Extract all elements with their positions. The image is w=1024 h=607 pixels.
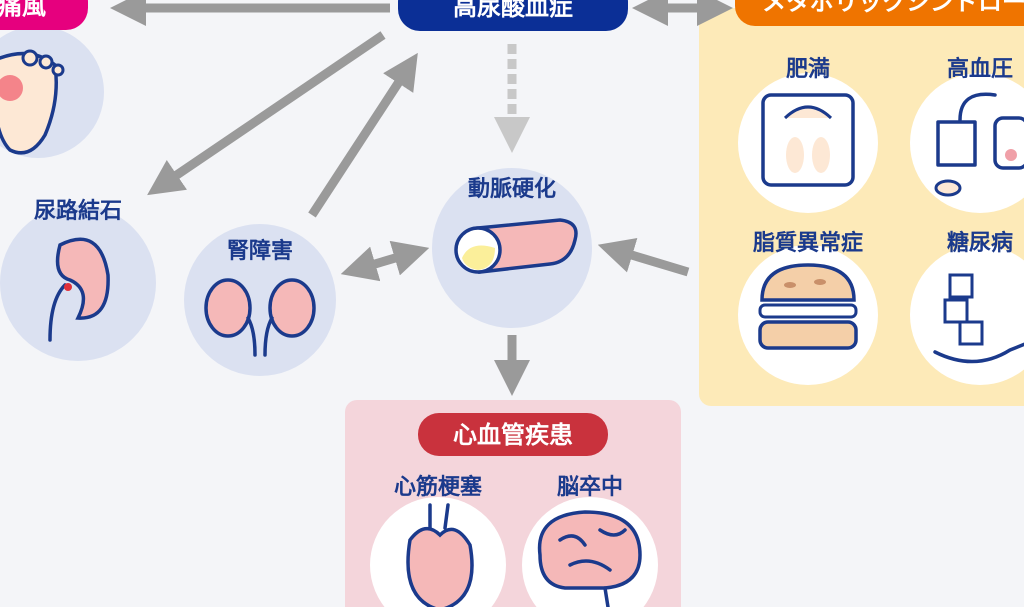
myocardial-infarction-label: 心筋梗塞 — [394, 474, 483, 500]
arrow-metabolic-to-arteriosclerosis — [597, 237, 690, 277]
center-pill — [398, 0, 628, 31]
cardiovascular-pill — [418, 413, 608, 456]
arteriosclerosis-label: 動脈硬化 — [468, 176, 556, 202]
heart-icon — [406, 503, 474, 607]
hamburger-icon — [758, 263, 858, 350]
metabolic-pill — [735, 0, 1024, 26]
scale-icon — [761, 93, 855, 187]
hypertension-circle — [910, 73, 1024, 213]
arrow-kidney-to-center — [308, 52, 418, 218]
foot-icon — [0, 49, 65, 155]
kidneys-icon — [204, 278, 316, 357]
sugar-spoon-icon — [933, 273, 1024, 364]
arrow-kidney-arteriosclerosis — [340, 240, 430, 282]
metabolic-label: メタボリックシンドローム — [762, 0, 1024, 16]
hypertension-label: 高血圧 — [947, 56, 1013, 82]
artery-icon — [454, 218, 578, 274]
obesity-label: 肥満 — [786, 56, 830, 82]
cardiovascular-label: 心血管疾患 — [453, 421, 573, 449]
kidney-circle — [184, 224, 336, 376]
diabetes-label: 糖尿病 — [947, 230, 1013, 256]
arrow-to-urinary-stone — [147, 31, 386, 196]
kidney-label: 腎障害 — [227, 238, 293, 264]
gout-pill — [0, 0, 88, 30]
kidney-stone-icon — [48, 237, 110, 342]
brain-icon — [537, 510, 642, 607]
blood-pressure-monitor-icon — [934, 92, 1024, 197]
urinary-stone-label: 尿路結石 — [34, 198, 122, 224]
dyslipidemia-label: 脂質異常症 — [753, 230, 863, 256]
stroke-label: 脳卒中 — [557, 474, 623, 500]
center-label: 高尿酸血症 — [453, 0, 573, 21]
gout-label: 痛風 — [0, 0, 46, 20]
